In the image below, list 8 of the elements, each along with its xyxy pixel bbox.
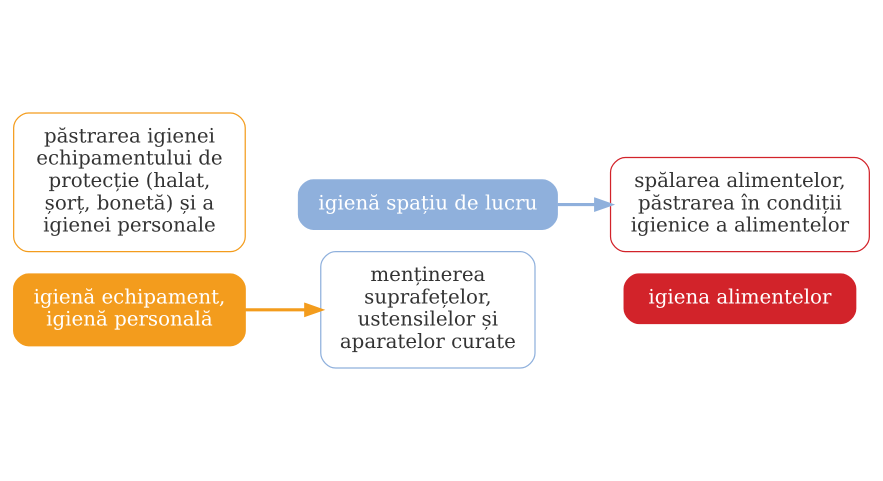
node-box: spălarea alimentelor, păstrarea în condiții igienice a alimentelor bbox=[610, 156, 870, 252]
arrow bbox=[246, 302, 326, 318]
node-box: igiena alimentelor bbox=[624, 273, 856, 324]
node-box: igienă echipament, igienă personală bbox=[13, 273, 246, 346]
node-box: păstrarea igienei echipamentului de protecție (halat, șorț, bonetă) și a igienei personale bbox=[13, 112, 246, 252]
node-box: igienă spațiu de lucru bbox=[298, 179, 558, 230]
node-box: menținerea suprafețelor, ustensilelor și aparatelor curate bbox=[320, 251, 536, 369]
arrow bbox=[558, 197, 616, 212]
